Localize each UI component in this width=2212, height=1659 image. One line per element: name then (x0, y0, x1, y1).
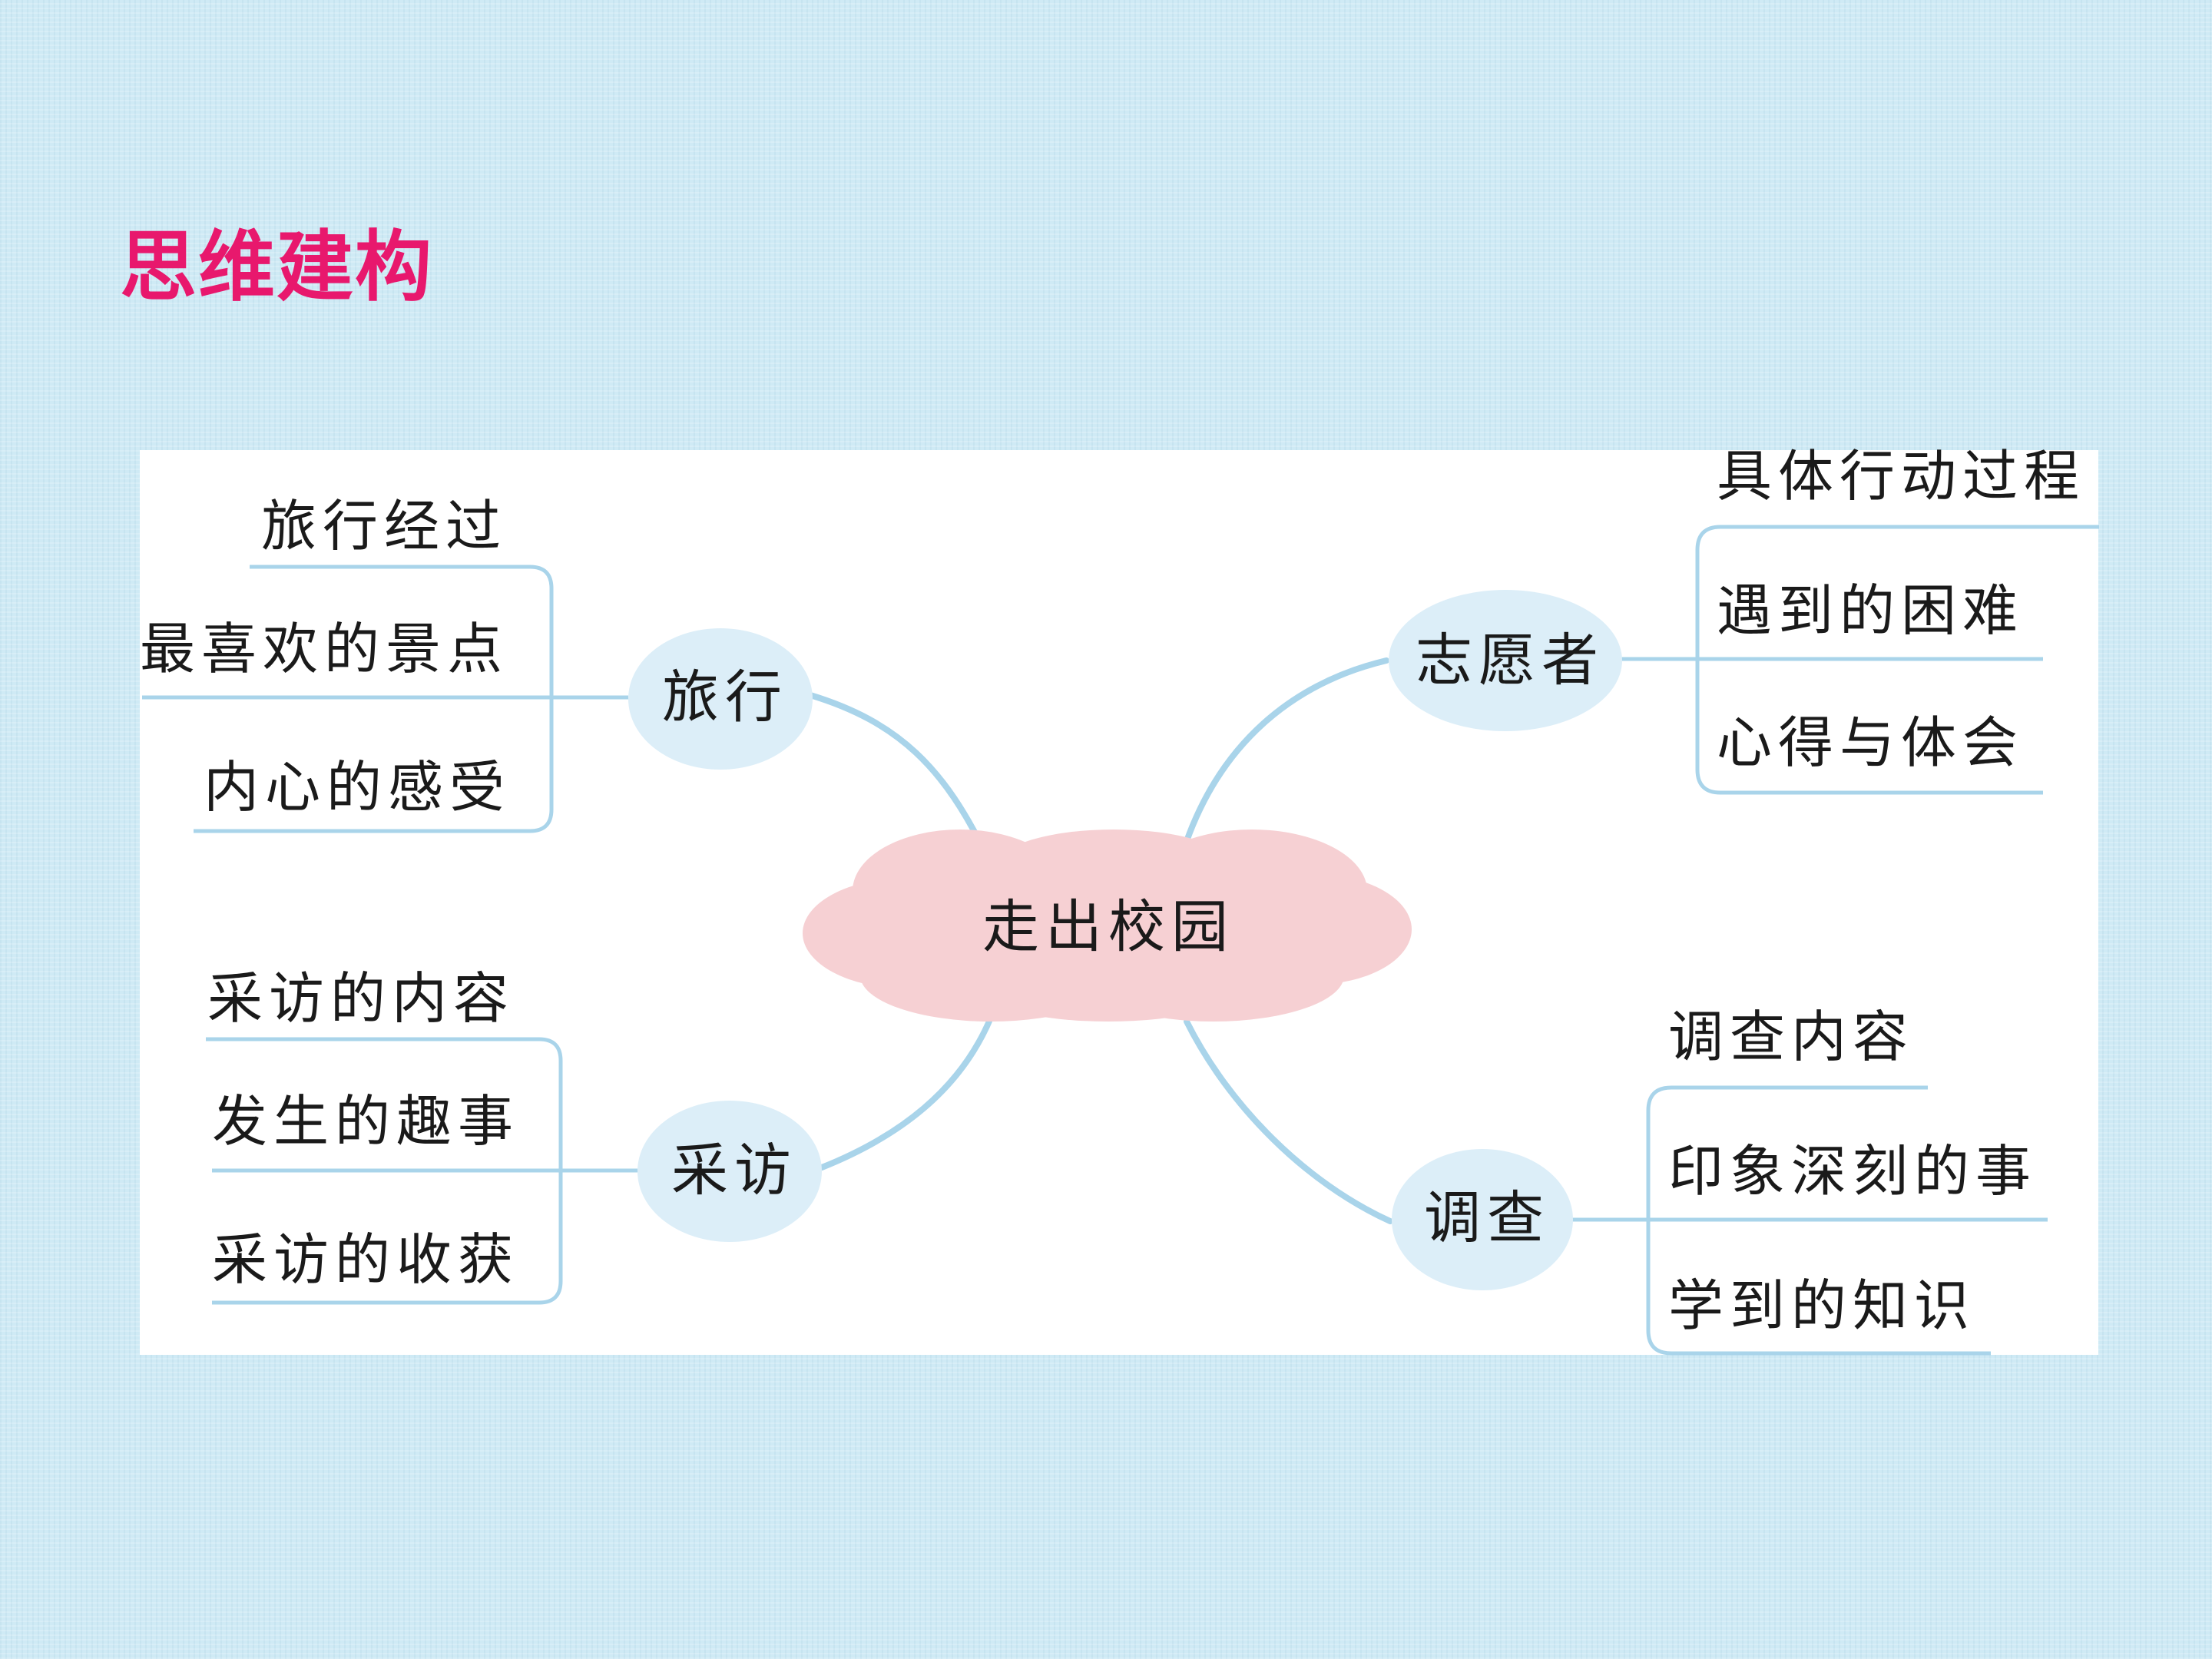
page-title: 思维建构 (120, 222, 433, 312)
travel-item-favorite-spot: 最喜欢的景点 (140, 617, 509, 681)
branch-node-survey (1392, 1149, 1573, 1290)
travel-item-process: 旅行经过 (261, 494, 508, 558)
connector-center-interview (819, 1015, 994, 1171)
center-cloud (803, 830, 1412, 1022)
branch-node-volunteer (1389, 590, 1622, 731)
branch-label-survey: 调查 (1424, 1185, 1550, 1251)
branch-label-interview: 采访 (671, 1137, 797, 1204)
interview-item-fun-story: 发生的趣事 (212, 1089, 520, 1154)
volunteer-item-actions: 具体行动过程 (1717, 444, 2086, 508)
interview-item-gains: 采访的收获 (212, 1227, 520, 1292)
travel-item-feelings: 内心的感受 (204, 755, 512, 820)
bracket-volunteer (1613, 525, 2099, 795)
bracket-travel (142, 565, 628, 833)
branch-label-volunteer: 志愿者 (1416, 628, 1604, 694)
connector-center-travel (807, 692, 990, 859)
survey-item-memorable: 印象深刻的事 (1668, 1139, 2038, 1204)
bracket-survey (1571, 1085, 2048, 1356)
connector-center-volunteer (1184, 657, 1389, 844)
bracket-interview (206, 1037, 637, 1305)
connector-center-survey (1184, 1018, 1393, 1224)
branch-node-travel (628, 628, 813, 770)
branch-label-travel: 旅行 (662, 664, 788, 730)
center-topic: 走出校园 (982, 894, 1234, 960)
survey-item-knowledge: 学到的知识 (1668, 1273, 1976, 1338)
survey-item-content: 调查内容 (1668, 1005, 1915, 1069)
branch-node-interview (637, 1101, 822, 1242)
volunteer-item-difficulties: 遇到的困难 (1717, 578, 2025, 643)
interview-item-content: 采访的内容 (207, 966, 515, 1031)
volunteer-item-reflections: 心得与体会 (1717, 710, 2025, 775)
